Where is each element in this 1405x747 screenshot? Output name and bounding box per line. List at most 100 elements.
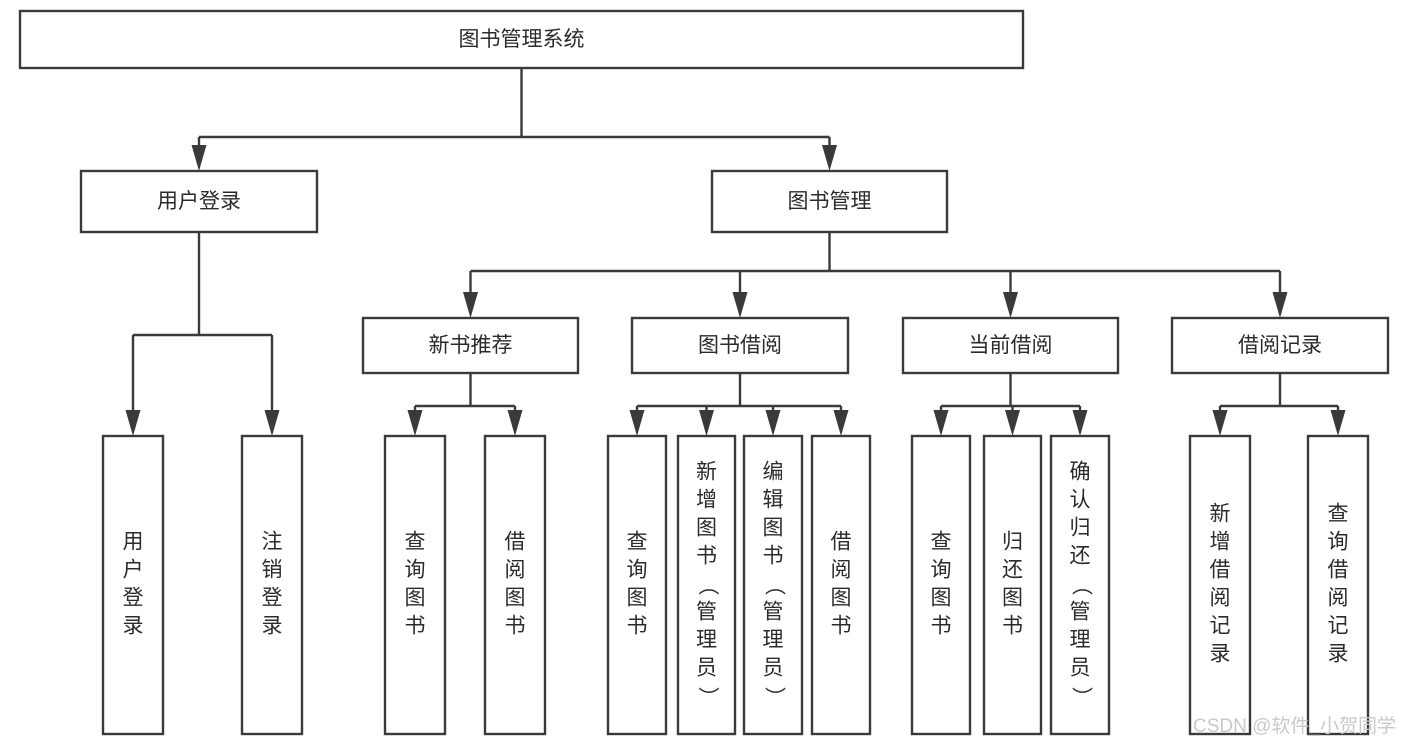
node-box-leaf-user-logout[interactable] [240,434,304,736]
node-box-new-book-rec[interactable] [361,316,580,375]
node-label-char: 管 [1070,601,1091,624]
node-root[interactable]: 图书管理系统 [18,9,1025,70]
node-box-leaf-current-confirm[interactable] [1049,434,1111,736]
arrow-head-leaf-record-query [1330,410,1346,436]
node-label-char: 图 [1002,587,1023,610]
node-label-char: 书 [405,615,426,638]
csdn-watermark: CSDN @软件_小贺同学 [1193,715,1396,737]
node-box-leaf-rec-query[interactable] [383,434,447,736]
arrow-head-leaf-current-confirm [1072,410,1088,436]
node-label-char: 户 [123,559,144,582]
node-label-leaf-user-login: 用户登录 [123,531,144,638]
node-label-char: ） [762,687,785,708]
node-label-char: 录 [1210,643,1231,666]
node-box-leaf-current-return[interactable] [982,434,1043,736]
arrow-head-current-borrow [1003,292,1018,318]
arrow-head-user-login [191,145,207,171]
node-label-char: 录 [123,615,144,638]
node-box-current-borrow[interactable] [901,316,1120,375]
arrow-head-leaf-rec-query [407,410,423,436]
arrow-head-leaf-user-logout [264,410,280,436]
arrow-head-leaf-record-add [1212,410,1228,436]
node-leaf-user-login[interactable]: 用户登录 [101,434,165,736]
node-label-char: （ [762,575,785,596]
node-label-char: ） [1069,687,1092,708]
node-label-char: 还 [1002,559,1023,582]
node-box-leaf-borrow-query[interactable] [606,434,668,736]
node-label-char: 记 [1328,615,1349,638]
node-book-borrow[interactable]: 图书借阅 [630,316,850,375]
arrow-head-leaf-rec-borrow [507,410,523,436]
node-label-char: 借 [505,531,526,554]
node-label-char: 图 [831,587,852,610]
node-label-char: 管 [763,601,784,624]
node-label-char: 理 [1070,629,1091,652]
node-label-char: 图 [763,517,784,540]
node-box-user-login[interactable] [79,169,319,234]
node-box-root[interactable] [18,9,1025,70]
node-label-char: 管 [696,601,717,624]
node-label-char: 查 [1328,503,1349,526]
node-label-char: 书 [1002,615,1023,638]
node-label-char: 录 [1328,643,1349,666]
arrow-head-leaf-user-login [125,410,141,436]
arrow-head-leaf-borrow-do [833,410,849,436]
node-box-book-borrow[interactable] [630,316,850,375]
node-label-new-book-rec: 新书推荐 [429,334,513,357]
node-label-root: 图书管理系统 [459,28,585,51]
node-box-leaf-borrow-do[interactable] [810,434,872,736]
node-book-manage[interactable]: 图书管理 [710,169,949,234]
node-label-char: 询 [405,559,426,582]
node-label-char: 编 [763,461,784,484]
node-box-leaf-user-login[interactable] [101,434,165,736]
node-box-leaf-current-query[interactable] [910,434,972,736]
node-current-borrow[interactable]: 当前借阅 [901,316,1120,375]
node-box-leaf-borrow-add[interactable] [676,434,737,736]
node-box-leaf-borrow-edit[interactable] [742,434,804,736]
node-label-char: 增 [1210,531,1231,554]
node-layer: 图书管理系统用户登录图书管理新书推荐图书借阅当前借阅借阅记录用户登录注销登录查询… [18,9,1390,736]
arrow-head-book-manage [822,145,837,171]
node-label-char: 登 [123,587,144,610]
node-borrow-record[interactable]: 借阅记录 [1170,316,1390,375]
node-box-borrow-record[interactable] [1170,316,1390,375]
node-label-char: 书 [627,615,648,638]
node-box-leaf-rec-borrow[interactable] [483,434,547,736]
node-label-char: 辑 [763,489,784,512]
node-label-char: 认 [1070,489,1091,512]
node-label-char: 查 [931,531,952,554]
node-user-login[interactable]: 用户登录 [79,169,319,234]
node-label-char: 理 [763,629,784,652]
node-label-char: 用 [123,531,144,554]
node-label-char: 阅 [1210,587,1231,610]
node-box-leaf-record-add[interactable] [1188,434,1252,736]
node-label-char: 确 [1070,461,1091,484]
node-label-char: 销 [262,559,283,582]
node-box-leaf-record-query[interactable] [1306,434,1370,736]
node-label-char: 录 [262,615,283,638]
arrow-head-new-book-rec [463,292,478,318]
node-label-char: 归 [1002,531,1023,554]
node-label-char: 归 [1070,517,1091,540]
node-box-book-manage[interactable] [710,169,949,234]
node-new-book-rec[interactable]: 新书推荐 [361,316,580,375]
